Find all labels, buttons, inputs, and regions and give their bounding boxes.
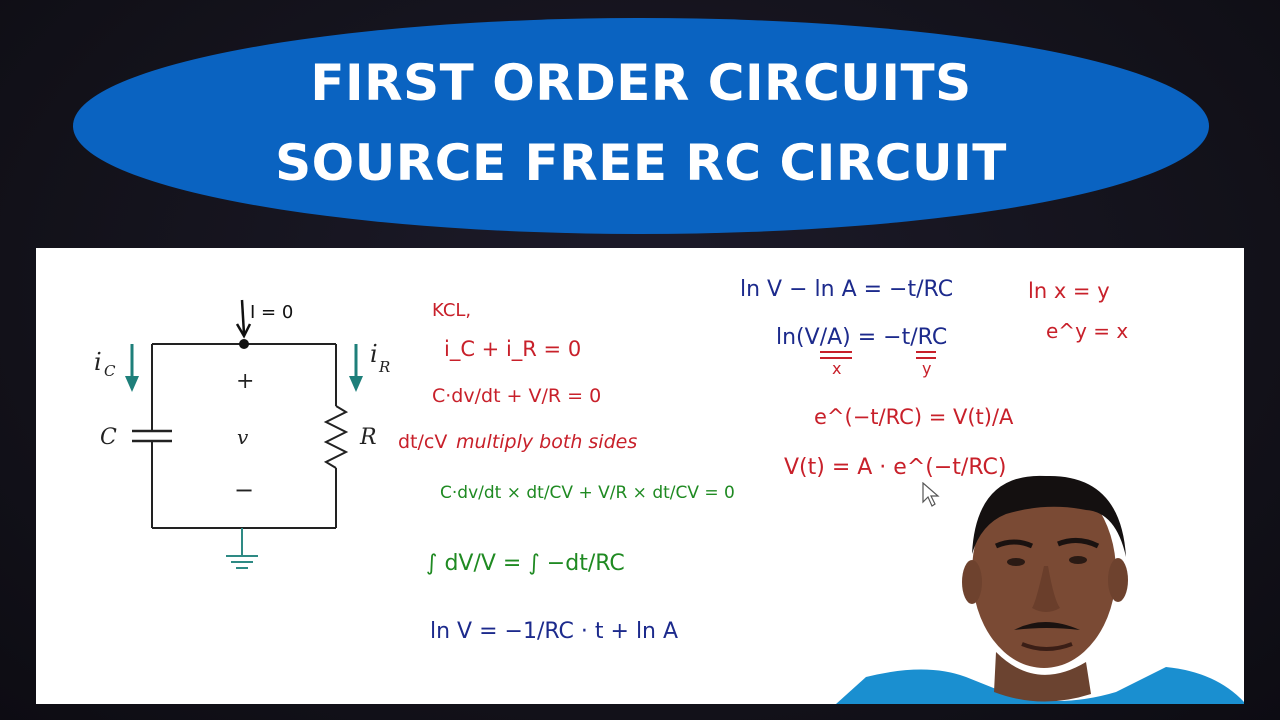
presenter-webcam (836, 462, 1244, 704)
multiplier-fraction: dt/cV (398, 431, 447, 453)
side-note-log: ln x = y (1028, 279, 1110, 303)
title-banner (73, 18, 1209, 234)
log-difference: ln V − ln A = −t/RC (740, 277, 953, 302)
exponential-form: e^(−t/RC) = V(t)/A (814, 405, 1014, 429)
kcl-label: KCL, (432, 300, 471, 321)
integral-equation: ∫ dV/V = ∫ −dt/RC (426, 551, 625, 576)
voltage-label: v (237, 425, 249, 449)
kcl-differential: C·dv/dt + V/R = 0 (432, 385, 601, 407)
final-solution: V(t) = A · e^(−t/RC) (784, 455, 1006, 480)
resistor-label: R (359, 425, 377, 450)
ic-label: i (94, 348, 102, 376)
capacitor-label: C (100, 425, 117, 450)
ic-subscript: C (104, 362, 116, 380)
title-line-1: FIRST ORDER CIRCUITS (310, 54, 972, 112)
whiteboard-drawing: I = 0 i C i R + v − C R KCL, i_C + i_R =… (94, 277, 1128, 644)
title-line-2: SOURCE FREE RC CIRCUIT (275, 134, 1007, 192)
substitution-x: x (832, 359, 841, 378)
ir-label: i (370, 340, 378, 368)
side-note-exp: e^y = x (1046, 319, 1128, 343)
ic-arrow (125, 344, 139, 392)
substitution-y: y (922, 359, 931, 378)
multiply-note: multiply both sides (456, 431, 637, 453)
current-arrow (235, 299, 252, 339)
log-ratio: ln(V/A) = −t/RC (776, 325, 947, 350)
node-dot (239, 339, 249, 349)
circuit-diagram (132, 343, 349, 569)
multiplied-equation: C·dv/dt × dt/CV + V/R × dt/CV = 0 (440, 483, 735, 503)
plus-sign: + (236, 369, 254, 394)
presenter-figure (836, 475, 1244, 704)
minus-sign: − (234, 476, 254, 504)
kcl-equation: i_C + i_R = 0 (444, 337, 581, 362)
ir-subscript: R (378, 358, 390, 376)
mouse-cursor-icon (922, 482, 940, 507)
current-label: I = 0 (250, 302, 293, 323)
ir-arrow (349, 344, 363, 392)
log-solution: ln V = −1/RC · t + ln A (430, 619, 678, 644)
